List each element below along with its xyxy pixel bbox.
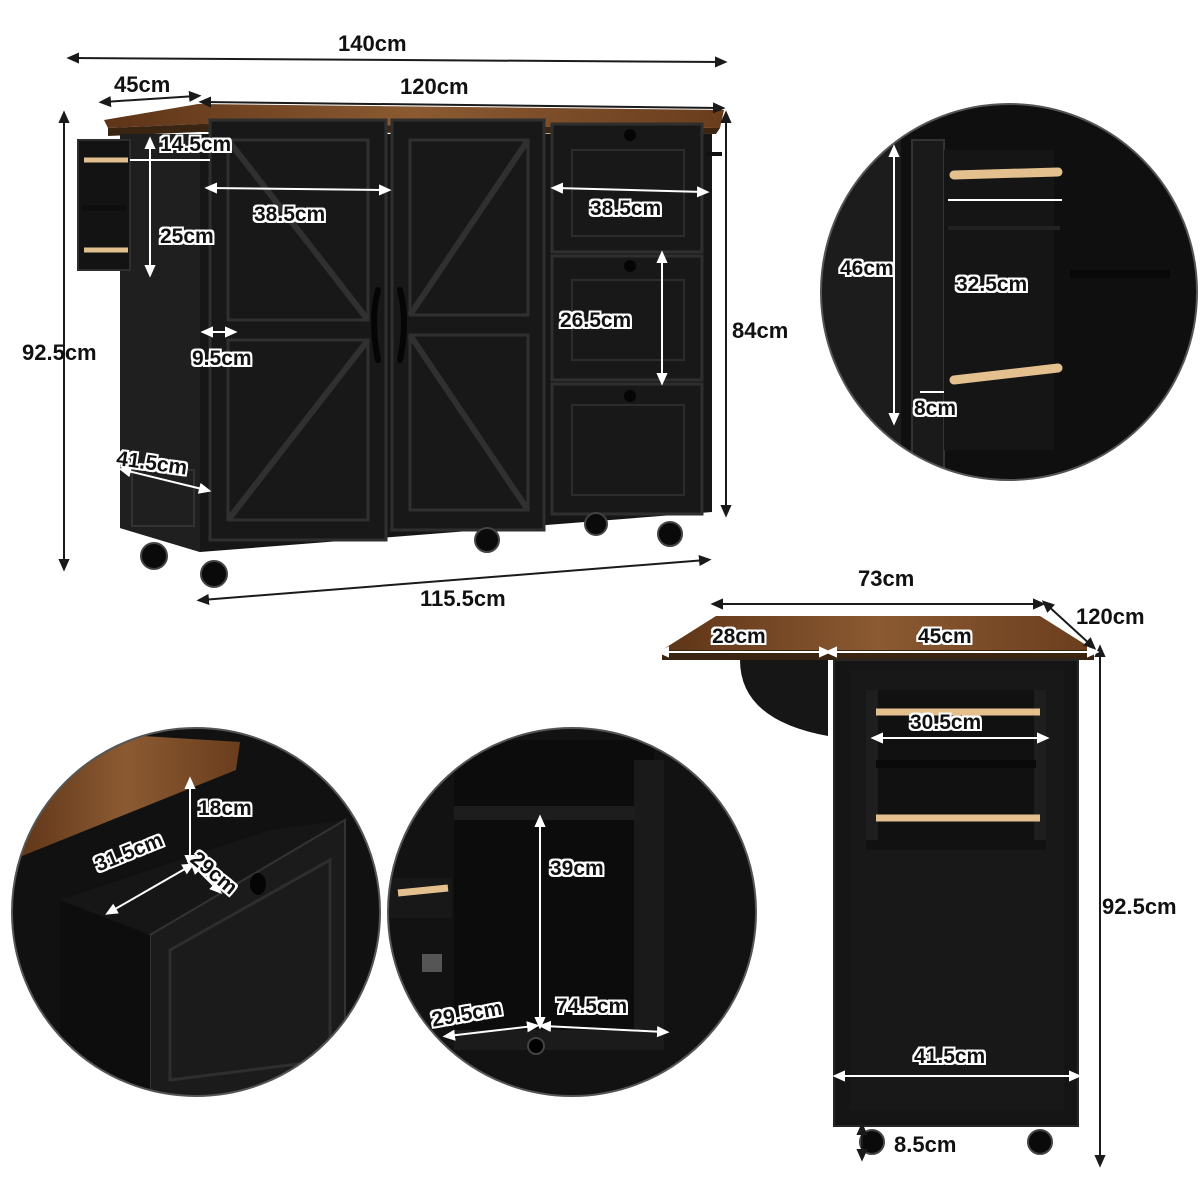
door-width-label: 38.5cm — [254, 203, 326, 226]
drawer-height-label: 26.5cm — [560, 309, 632, 332]
leaf-depth-label: 28cm — [712, 625, 766, 648]
towel-rack-depth-label: 8cm — [914, 397, 957, 420]
towel-rack-height-label: 46cm — [840, 257, 894, 280]
spice-rack-width-label: 14.5cm — [160, 133, 232, 156]
fixed-top-depth-label: 45cm — [918, 625, 972, 648]
overall-height-label: 92.5cm — [22, 340, 97, 365]
body-height-label: 84cm — [732, 318, 789, 343]
spice-rack-height-label: 25cm — [160, 225, 214, 248]
towel-rack-detail-circle — [820, 103, 1198, 481]
front-view-illustration — [77, 104, 724, 588]
drawer-width-label: 38.5cm — [590, 197, 662, 220]
top-depth-label: 73cm — [858, 566, 915, 591]
side-depth-label: 9.5cm — [192, 347, 252, 370]
cabinet-inner-width-label: 74.5cm — [556, 995, 628, 1018]
overall-width-label: 140cm — [338, 31, 407, 56]
side-view-inset-dimension-lines — [656, 646, 1100, 1082]
caster-height-label: 8.5cm — [894, 1132, 957, 1157]
side-rack-width-label: 30.5cm — [910, 711, 982, 734]
drawer-inner-height-label: 18cm — [198, 797, 252, 820]
drawer-detail-circle — [11, 727, 381, 1097]
towel-rack-width-label: 32.5cm — [956, 273, 1028, 296]
side-height-label: 92.5cm — [1102, 894, 1177, 919]
front-view-dimension-lines — [58, 52, 732, 606]
front-view-inset-dimension-lines — [118, 136, 710, 494]
side-length-label: 120cm — [1076, 604, 1145, 629]
side-view-dimension-lines — [710, 598, 1106, 1168]
top-width-label: 120cm — [400, 74, 469, 99]
side-extension-label: 45cm — [114, 72, 171, 97]
cabinet-interior-detail-circle — [387, 727, 757, 1097]
base-width-label: 115.5cm — [420, 586, 506, 611]
cabinet-inner-height-label: 39cm — [550, 857, 604, 880]
side-base-width-label: 41.5cm — [914, 1045, 986, 1068]
